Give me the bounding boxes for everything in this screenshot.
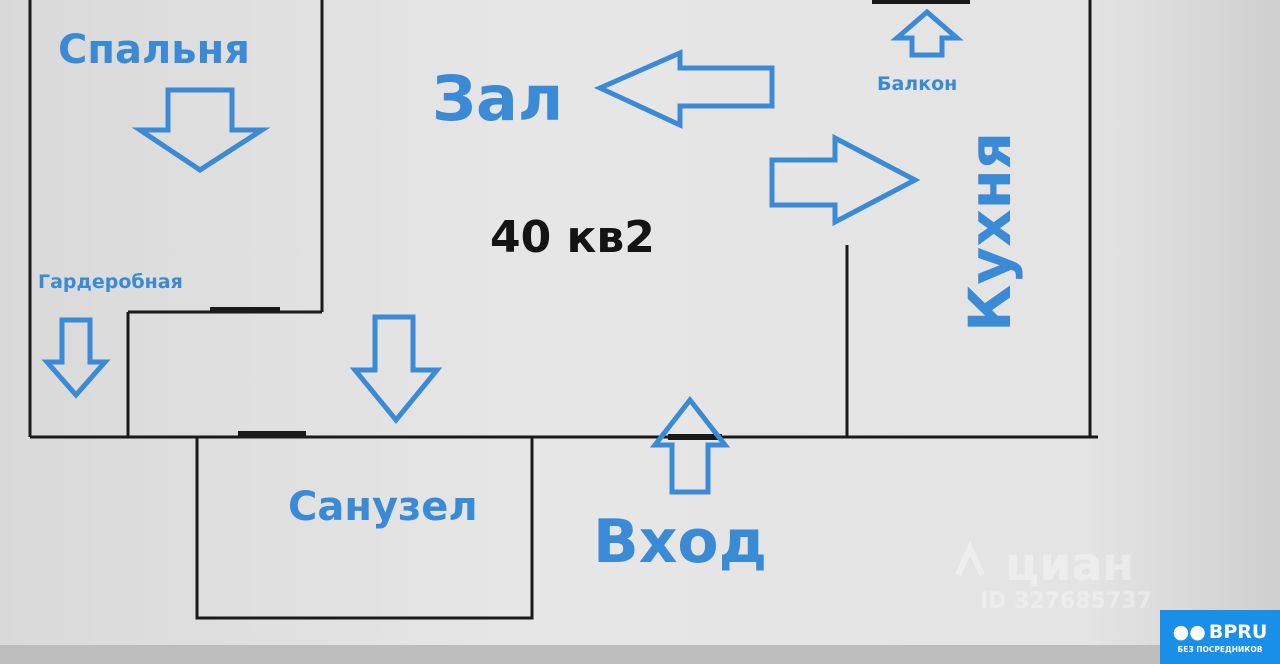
arrow-up-icon: [890, 8, 964, 58]
people-icon: ●●: [1172, 620, 1206, 643]
bpru-badge[interactable]: ●●BPRU БЕЗ ПОСРЕДНИКОВ: [1160, 610, 1280, 664]
room-label-entrance: Вход: [593, 507, 767, 577]
watermark-id: ID 327685737: [980, 589, 1152, 614]
walls: [28, 0, 1098, 620]
room-label-bedroom: Спальня: [58, 27, 250, 73]
room-label-wardrobe: Гардеробная: [38, 271, 183, 293]
bottom-edge: [0, 645, 1280, 664]
arrow-down-icon: [131, 87, 271, 173]
badge-brand: BPRU: [1208, 620, 1268, 643]
arrow-down-icon: [41, 317, 111, 399]
room-label-kitchen: Кухня: [956, 132, 1024, 332]
badge-tagline: БЕЗ ПОСРЕДНИКОВ: [1177, 644, 1263, 654]
total-area: 40 кв2: [490, 212, 655, 263]
room-label-balcony: Балкон: [877, 73, 957, 95]
room-label-bathroom: Санузел: [288, 484, 478, 530]
watermark-brand: циан: [1005, 537, 1134, 591]
room-label-hall: Зал: [432, 62, 563, 135]
arrow-left-icon: [593, 49, 775, 129]
doors: [210, 0, 970, 440]
arrow-up-icon: [649, 395, 731, 495]
arrow-right-icon: [769, 133, 921, 227]
watermark-logo-icon: [955, 540, 985, 577]
arrow-down-icon: [349, 314, 443, 424]
